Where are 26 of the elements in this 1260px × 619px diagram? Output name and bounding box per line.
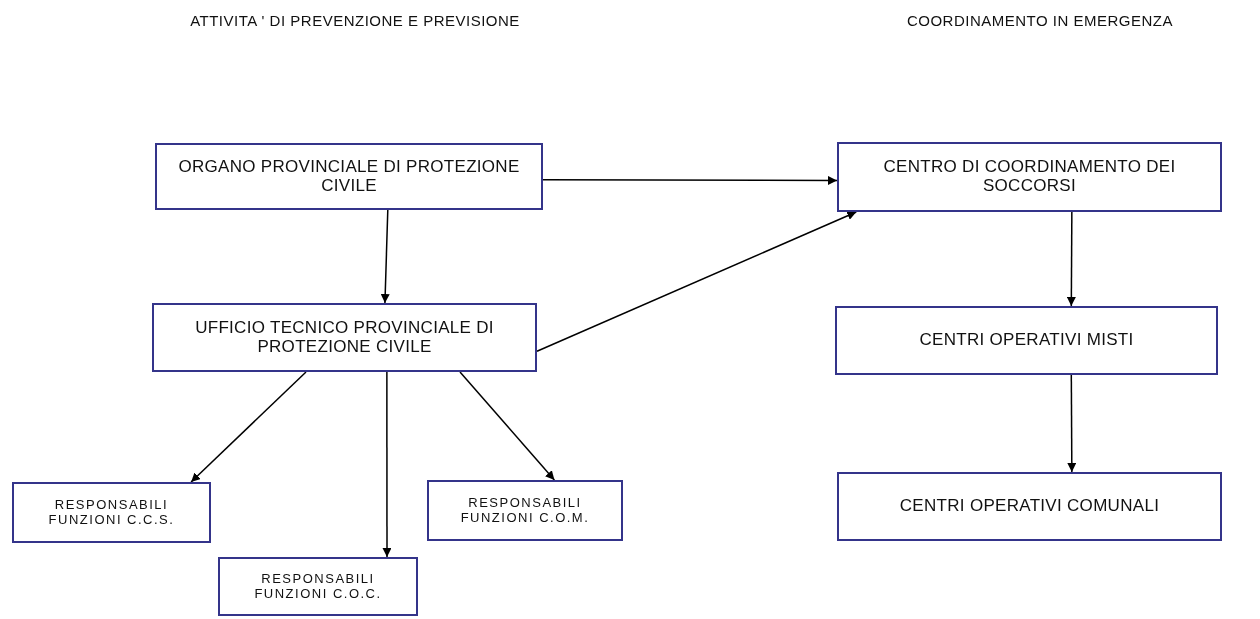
process-box <box>837 472 1222 541</box>
box-label: UFFICIO TECNICO PROVINCIALE DI PROTEZIONE CIVILE <box>194 318 495 357</box>
box-label: RESPONSABILI FUNZIONI C.O.C. <box>253 572 383 601</box>
box-label: RESPONSABILI FUNZIONI C.O.M. <box>459 496 591 525</box>
box-label: RESPONSABILI FUNZIONI C.C.S. <box>47 498 176 527</box>
process-box <box>837 142 1222 212</box>
column-heading: COORDINAMENTO IN EMERGENZA <box>905 12 1175 31</box>
box-label: CENTRO DI COORDINAMENTO DEI SOCCORSI <box>882 158 1177 196</box>
arrow <box>1067 374 1077 473</box>
process-box <box>835 306 1218 375</box>
arrow <box>382 371 392 558</box>
process-box <box>12 482 211 543</box>
process-box <box>427 480 623 541</box>
arrow <box>190 371 307 483</box>
box-label: CENTRI OPERATIVI COMUNALI <box>899 497 1160 516</box>
arrow <box>542 176 838 185</box>
box-label: ORGANO PROVINCIALE DI PROTEZIONE CIVILE <box>177 157 521 196</box>
process-box <box>218 557 418 616</box>
arrow <box>380 209 390 304</box>
process-box <box>155 143 543 210</box>
column-heading: ATTIVITA ' DI PREVENZIONE E PREVISIONE <box>189 12 521 31</box>
process-box <box>152 303 537 372</box>
arrow <box>459 371 556 481</box>
box-label: CENTRI OPERATIVI MISTI <box>919 331 1134 350</box>
arrow <box>536 211 857 353</box>
arrow <box>1066 211 1076 307</box>
